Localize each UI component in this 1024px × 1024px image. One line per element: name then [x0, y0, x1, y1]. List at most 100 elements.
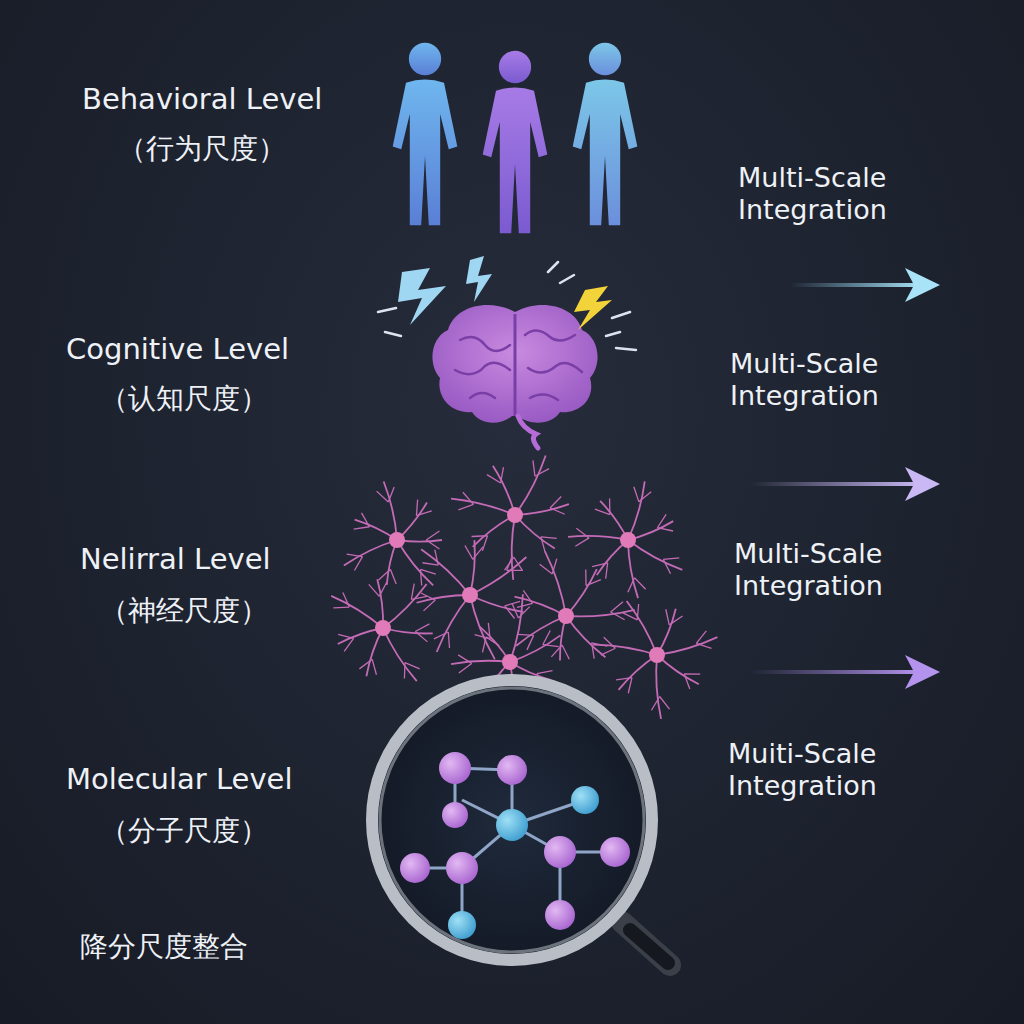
dendrite-branch [347, 554, 363, 556]
dendrite-branch [663, 559, 670, 573]
level-name-zh: （分子尺度） [100, 814, 360, 848]
integration-arrows [750, 268, 940, 689]
dendrite-branch [541, 537, 557, 539]
dendrite-branch [543, 631, 550, 645]
dendrite-branch [562, 645, 569, 659]
dendrite-branch [338, 634, 353, 638]
dendrite-branch [482, 637, 486, 653]
neuron-soma [620, 532, 636, 548]
dendrite-branch [423, 600, 435, 611]
dendrite-branch [482, 536, 487, 551]
dendrite-branch [416, 511, 431, 516]
dendrite-branch [651, 697, 659, 711]
dendrite-branch [475, 635, 490, 639]
dendrite [451, 661, 510, 664]
dendrite-branch [543, 645, 559, 647]
dendrite [628, 540, 638, 598]
dendrite-branch [448, 632, 449, 648]
dendrite-branch [550, 508, 565, 514]
dendrite-branch [663, 558, 679, 560]
dendrite-branch [463, 492, 474, 504]
dendrite-branch [527, 635, 534, 650]
dendrite [628, 481, 645, 540]
dendrite-branch [684, 674, 690, 689]
dendrite-branch [585, 570, 587, 586]
dendrite-branch [354, 557, 362, 571]
dendrite [493, 466, 515, 515]
dendrite-branch [415, 624, 429, 632]
dendrite-branch [660, 697, 670, 710]
dendrite-branch [533, 460, 535, 476]
neuron-soma [375, 620, 391, 636]
dendrite-branch [604, 637, 616, 648]
dendrite-branch [369, 584, 380, 596]
dendrite [451, 499, 515, 515]
brain-icon [378, 256, 636, 448]
dendrite-branch [333, 606, 349, 608]
dendrite [470, 595, 495, 659]
dendrite-branch [635, 578, 646, 589]
dendrite-branch [696, 631, 706, 643]
dendrite-branch [404, 663, 406, 679]
dendrite-branch [372, 659, 376, 674]
neuron-soma [507, 507, 523, 523]
dendrite-branch [657, 528, 673, 531]
dendrite-branch [426, 540, 439, 549]
dendrite [510, 635, 560, 662]
dendrite [331, 596, 383, 628]
dendrite [545, 551, 566, 616]
bottom-caption: 降分尺度整合 [80, 930, 380, 964]
dendrite-branch [411, 596, 427, 599]
level-name-zh: （行为尺度） [118, 132, 378, 166]
dendrite-branch [540, 564, 553, 574]
dendrite [515, 455, 546, 515]
dendrite-branch [388, 487, 394, 502]
dendrite-branch [465, 545, 473, 559]
dendrite-branch [458, 655, 472, 664]
neuron-soma [502, 654, 518, 670]
dendrite [384, 482, 397, 540]
dendrite-branch [426, 531, 439, 540]
dendrite [627, 601, 657, 655]
dendrite-branch [435, 550, 438, 566]
dendrite [515, 504, 569, 515]
integration-label: Muiti-Scale Integration [728, 738, 958, 803]
dendrite [397, 540, 433, 585]
dendrite [470, 540, 475, 595]
dendrite-branch [576, 528, 589, 538]
dendrite [656, 655, 661, 719]
dendrite [383, 628, 417, 681]
dendrite-branch [343, 592, 349, 607]
dendrite [628, 540, 682, 570]
dendrite-branch [472, 535, 488, 537]
dendrite-branch [609, 499, 611, 515]
dendrite-branch [421, 569, 422, 585]
dendrite-branch [517, 603, 533, 607]
dendrite-branch [575, 538, 589, 546]
dendrite-branch [416, 500, 417, 516]
dendrite-branch [666, 609, 669, 625]
neuron-soma [389, 532, 405, 548]
dendrite [510, 594, 523, 662]
dendrite [657, 637, 717, 655]
dendrite-branch [518, 607, 529, 618]
dendrite [344, 540, 397, 566]
dendrite-branch [541, 537, 545, 552]
dendrite-branch [405, 663, 420, 669]
neuron-soma [558, 608, 574, 624]
dendrite [470, 557, 526, 595]
dendrite-branch [379, 569, 391, 580]
dendrite-branch [359, 659, 372, 669]
dendrite [383, 584, 427, 628]
dendrite-branch [669, 616, 682, 625]
dendrite-branch [354, 527, 370, 529]
dendrite-branch [601, 648, 615, 655]
dendrite-branch [639, 492, 651, 502]
dendrite-branch [390, 569, 396, 584]
dendrite [568, 536, 628, 540]
dendrite [566, 616, 605, 657]
dendrite-branch [512, 603, 518, 618]
dendrite-branch [379, 582, 386, 596]
dendrite-branch [552, 559, 557, 574]
dendrite-branch [422, 563, 438, 565]
